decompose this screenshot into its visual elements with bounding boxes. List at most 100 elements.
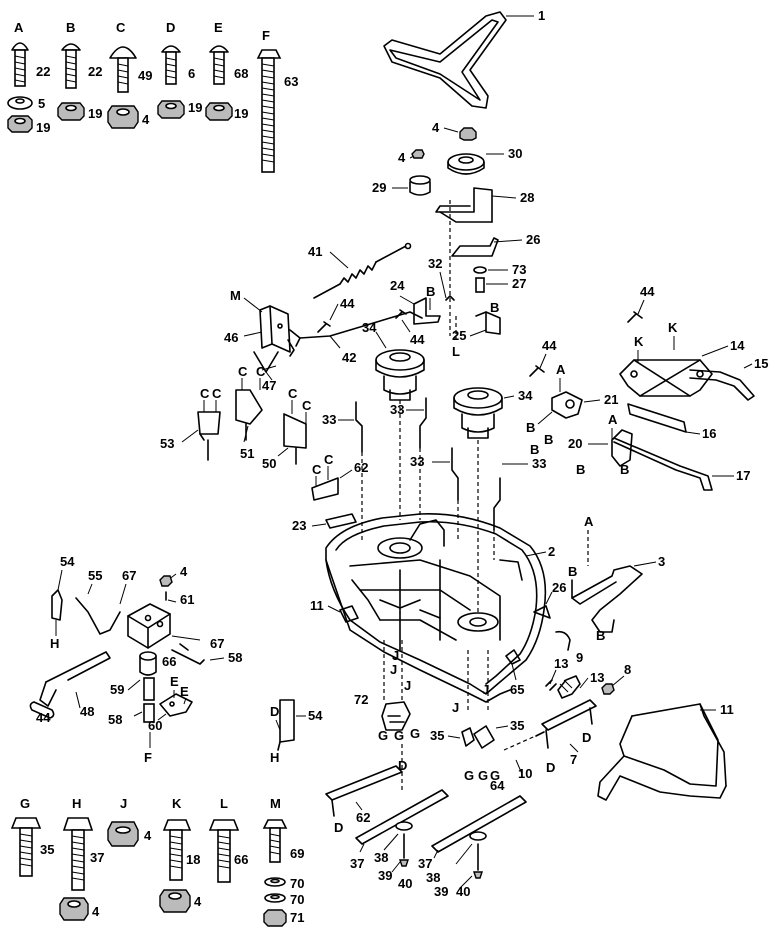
label-23: 23 <box>292 518 306 533</box>
label-32: 32 <box>428 256 442 271</box>
label-33-c: 33 <box>410 454 424 469</box>
label-33-d: 33 <box>532 456 546 471</box>
label-10: 10 <box>518 766 532 781</box>
ref-H-54a: H <box>50 636 59 651</box>
ref-M: M <box>230 288 241 303</box>
label-44-a: 44 <box>340 296 355 311</box>
label-46: 46 <box>224 330 238 345</box>
ref-K-14b: K <box>634 334 644 349</box>
label-8: 8 <box>624 662 631 677</box>
label-44-b: 44 <box>410 332 425 347</box>
label-40-a: 39 <box>378 868 392 883</box>
ref-B-3b: B <box>596 628 605 643</box>
label-62-bottom: 62 <box>356 810 370 825</box>
label-67-b: 67 <box>210 636 224 651</box>
label-72: 72 <box>354 692 368 707</box>
ref-J-1: J <box>392 648 399 663</box>
label-33-a: 33 <box>322 412 336 427</box>
label-11: 11 <box>720 702 734 717</box>
label-45: 44 <box>36 710 51 725</box>
label-16: 16 <box>702 426 716 441</box>
label-15: 15 <box>754 356 768 371</box>
label-63: 64 <box>490 778 505 793</box>
label-29: 28 <box>520 190 534 205</box>
label-56: 58 <box>228 650 242 665</box>
idler-bracket-assembly: 4 4 30 29 28 26 73 27 <box>372 120 540 336</box>
label-19-e: 19 <box>234 106 248 121</box>
label-1: 1 <box>538 8 545 23</box>
label-34-b: 34 <box>518 388 533 403</box>
label-26: 26 <box>552 580 566 595</box>
label-13-b: 13 <box>590 670 604 685</box>
label-12: 11 <box>310 598 324 613</box>
label-48: 48 <box>80 704 94 719</box>
ref-L: L <box>452 344 460 359</box>
label-42: 41 <box>308 244 322 259</box>
label-4-k: 4 <box>194 894 202 909</box>
key-letter-M: M <box>270 796 281 811</box>
label-55: 55 <box>88 568 102 583</box>
grass-catcher-part-11: 11 <box>597 702 734 801</box>
label-4-j: 4 <box>144 828 152 843</box>
ref-G-72b: G <box>394 728 404 743</box>
small-brackets-left: C C 53 C C 51 C C 50 C C 62 <box>160 364 368 501</box>
ref-C-51b: C <box>256 364 266 379</box>
label-5: 5 <box>38 96 45 111</box>
label-39-b: 38 <box>426 870 440 885</box>
label-53: 53 <box>160 436 174 451</box>
ref-B-21a: B <box>526 420 535 435</box>
label-59: 60 <box>148 718 162 733</box>
ref-B-20b: B <box>620 462 629 477</box>
discharge-chute-bracket: A B 3 B <box>568 514 665 643</box>
ref-D-62: D <box>334 820 343 835</box>
ref-J-5: J <box>482 682 489 697</box>
label-61: 63 <box>284 74 298 89</box>
label-44-c: 44 <box>640 284 655 299</box>
ref-G-72a: G <box>378 728 388 743</box>
key-letter-L: L <box>220 796 228 811</box>
left-blade-assembly: 37 38 39 40 <box>350 789 449 891</box>
label-2: 2 <box>548 544 555 559</box>
label-54-a: 54 <box>60 554 75 569</box>
ref-J-4: J <box>452 700 459 715</box>
ref-D-54: D <box>270 704 279 719</box>
ref-G-72c: G <box>410 726 420 741</box>
label-19-d: 19 <box>188 100 202 115</box>
lift-lever-assembly: 54 H 55 67 4 61 67 66 58 59 48 <box>29 554 242 765</box>
label-67-a: 67 <box>122 568 136 583</box>
label-73: 73 <box>512 262 526 277</box>
hardware-key-bottom: G 35 H 37 4 J 4 K 18 4 L 66 M <box>10 796 304 927</box>
label-65: 65 <box>510 682 524 697</box>
label-70-a: 70 <box>290 876 304 891</box>
label-44-d: 44 <box>542 338 557 353</box>
label-41-a: 40 <box>398 876 412 891</box>
label-71: 71 <box>290 910 304 925</box>
label-35: 35 <box>510 718 524 733</box>
ref-C-51a: C <box>238 364 248 379</box>
mower-deck-housing-part-2: 2 26 65 <box>325 512 571 703</box>
label-54-b: 54 <box>308 708 323 723</box>
ref-C-53a: C <box>200 386 210 401</box>
ref-G-35a: G <box>464 768 474 783</box>
label-9: 9 <box>576 650 583 665</box>
label-68: 68 <box>234 66 248 81</box>
baffle-and-hinge: 13 9 13 8 7 D D 10 <box>503 650 631 781</box>
ref-C-53b: C <box>212 386 222 401</box>
key-letter-K: K <box>172 796 182 811</box>
label-66: 66 <box>162 654 176 669</box>
label-40-b: 39 <box>434 884 448 899</box>
label-25: 25 <box>452 328 466 343</box>
left-spindle-assembly: 34 <box>362 320 425 520</box>
ref-A-3: A <box>584 514 594 529</box>
belt-part-1: 1 <box>383 8 545 109</box>
label-51: 51 <box>240 446 254 461</box>
label-3: 3 <box>658 554 665 569</box>
label-6: 6 <box>188 66 195 81</box>
key-letter-C: C <box>116 20 126 35</box>
label-41-b: 40 <box>456 884 470 899</box>
key-letter-F: F <box>262 28 270 43</box>
label-17: 17 <box>736 468 750 483</box>
ref-C-62a: C <box>312 462 322 477</box>
bracket-54-lower: D 54 H <box>270 699 323 765</box>
